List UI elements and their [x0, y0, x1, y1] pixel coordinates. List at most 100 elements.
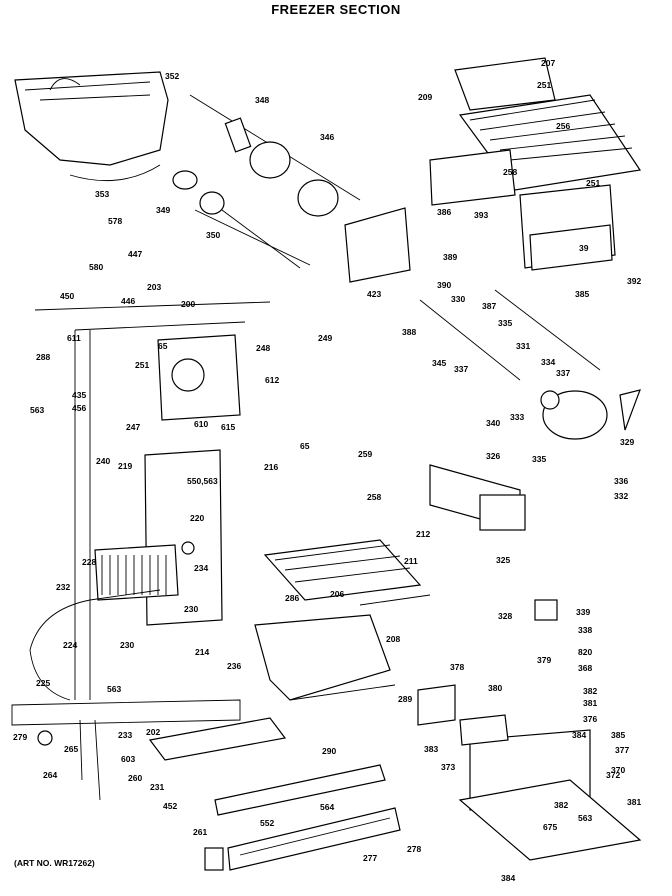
callout-337: 337	[454, 364, 468, 374]
callout-200: 200	[181, 299, 195, 309]
callout-563: 563	[30, 405, 44, 415]
callout-234: 234	[194, 563, 208, 573]
diagram-title: FREEZER SECTION	[271, 2, 401, 17]
callout-552: 552	[260, 818, 274, 828]
callout-278: 278	[407, 844, 421, 854]
callout-65: 65	[300, 441, 310, 451]
callout-615: 615	[221, 422, 235, 432]
callout-382: 382	[583, 686, 597, 696]
callout-219: 219	[118, 461, 132, 471]
callout-446: 446	[121, 296, 135, 306]
auger-assembly-part	[189, 94, 361, 269]
callout-392: 392	[627, 276, 641, 286]
callout-820: 820	[578, 647, 592, 657]
callout-209: 209	[418, 92, 432, 102]
callout-387: 387	[482, 301, 496, 311]
callout-675: 675	[543, 822, 557, 832]
wire-shelf-part	[263, 539, 431, 606]
callout-208: 208	[386, 634, 400, 644]
callout-385: 385	[0, 0, 14, 2]
callout-231: 231	[150, 782, 164, 792]
callout-335: 335	[532, 454, 546, 464]
callout-450: 450	[60, 291, 74, 301]
drain-tube-part	[29, 589, 161, 701]
callout-340: 340	[486, 418, 500, 428]
callout-386: 386	[0, 0, 14, 2]
callout-550-563: 550,563	[187, 476, 218, 486]
callout-335: 335	[498, 318, 512, 328]
callout-290: 290	[322, 746, 336, 756]
callout-240: 240	[96, 456, 110, 466]
callout-336: 336	[614, 476, 628, 486]
callout-393: 393	[474, 210, 488, 220]
tray-260-part	[148, 717, 287, 761]
bracket-345-part	[344, 207, 411, 283]
callout-279: 279	[13, 732, 27, 742]
callout-385: 385	[611, 730, 625, 740]
callout-388: 388	[402, 327, 416, 337]
ice-maker-part	[429, 464, 526, 531]
callout-377: 377	[615, 745, 629, 755]
callout-224: 224	[63, 640, 77, 650]
callout-247: 247	[126, 422, 140, 432]
callout-378: 378	[450, 662, 464, 672]
callout-338: 338	[578, 625, 592, 635]
callout-39: 39	[579, 243, 589, 253]
callout-381: 381	[627, 797, 641, 807]
callout-258: 258	[503, 167, 517, 177]
callout-370: 370	[611, 765, 625, 775]
callout-353: 353	[95, 189, 109, 199]
callout-385: 385	[575, 289, 589, 299]
callout-230: 230	[120, 640, 134, 650]
cover-panels-part	[429, 57, 642, 271]
callout-563: 563	[107, 684, 121, 694]
callout-328: 328	[498, 611, 512, 621]
callout-277: 277	[363, 853, 377, 863]
callout-289: 289	[398, 694, 412, 704]
linkage-rod-part	[419, 289, 601, 381]
callout-329: 329	[620, 437, 634, 447]
callout-389: 389	[443, 252, 457, 262]
callout-330: 330	[451, 294, 465, 304]
callout-563: 563	[578, 813, 592, 823]
callout-372: 372	[606, 770, 620, 780]
callout-228: 228	[82, 557, 96, 567]
callout-251: 251	[586, 178, 600, 188]
callout-564: 564	[320, 802, 334, 812]
callout-334: 334	[541, 357, 555, 367]
freezer-frame-part	[11, 301, 271, 801]
callout-352: 352	[165, 71, 179, 81]
callout-326: 326	[486, 451, 500, 461]
callout-345: 345	[432, 358, 446, 368]
callout-212: 212	[416, 529, 430, 539]
callout-333: 333	[510, 412, 524, 422]
callout-259: 259	[358, 449, 372, 459]
callout-452: 452	[163, 801, 177, 811]
callout-390: 390	[437, 280, 451, 290]
callout-325: 325	[496, 555, 510, 565]
callout-363: 363	[0, 0, 14, 2]
callout-233: 233	[118, 730, 132, 740]
callout-435: 435	[72, 390, 86, 400]
callout-232: 232	[56, 582, 70, 592]
callout-332: 332	[614, 491, 628, 501]
callout-610: 610	[194, 419, 208, 429]
callout-214: 214	[195, 647, 209, 657]
callout-206: 206	[330, 589, 344, 599]
callout-65: 65	[158, 341, 168, 351]
callout-230: 230	[184, 604, 198, 614]
callout-220: 220	[190, 513, 204, 523]
ice-bucket-part	[14, 71, 198, 190]
callout-264: 264	[43, 770, 57, 780]
motor-assembly-part	[540, 389, 641, 440]
callout-248: 248	[256, 343, 270, 353]
callout-580: 580	[89, 262, 103, 272]
callout-383: 383	[424, 744, 438, 754]
callout-380: 380	[488, 683, 502, 693]
callout-381: 381	[583, 698, 597, 708]
callout-384: 384	[572, 730, 586, 740]
callout-265: 265	[64, 744, 78, 754]
callout-236: 236	[227, 661, 241, 671]
callout-261: 261	[193, 827, 207, 837]
callout-337: 337	[556, 368, 570, 378]
